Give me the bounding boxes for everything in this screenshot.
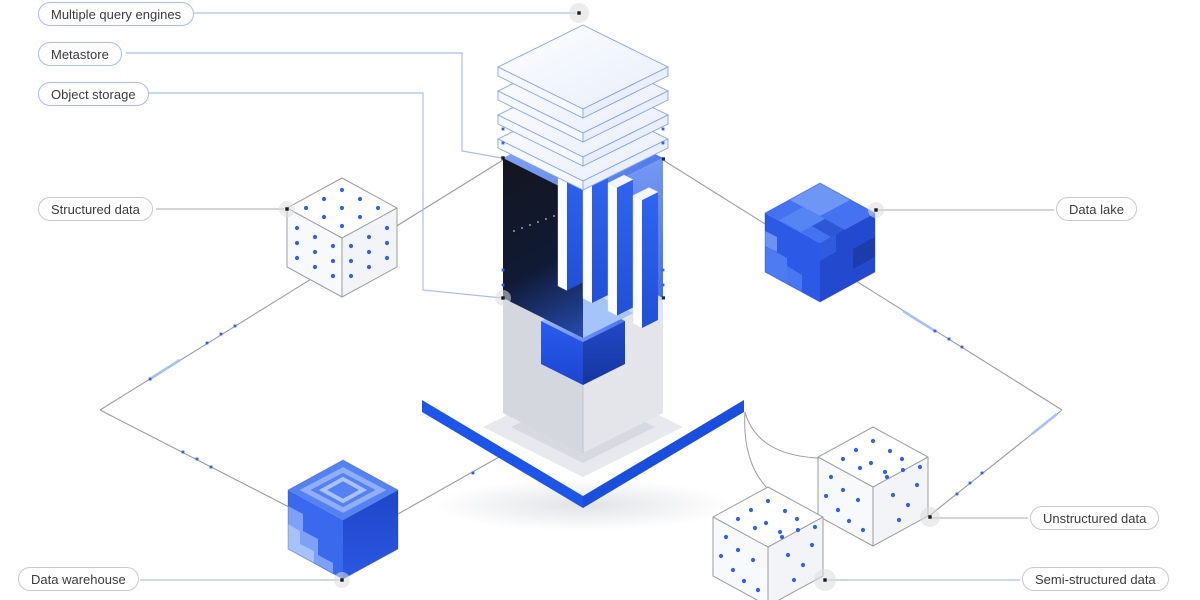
sparkle-dots — [513, 215, 555, 232]
semi-structured-data-cube — [712, 486, 824, 600]
label-structured-data: Structured data — [38, 197, 153, 221]
dotted-guides — [501, 127, 665, 300]
scatter-dots — [718, 498, 818, 593]
packet-dots — [148, 324, 984, 496]
packet-highlights — [149, 309, 1058, 436]
label-metastore: Metastore — [38, 42, 122, 66]
grid-dots — [294, 187, 390, 279]
scatter-dots — [823, 438, 923, 533]
network-lines — [99, 159, 1063, 529]
label-unstructured-data: Unstructured data — [1030, 506, 1160, 530]
structured-data-cube — [286, 177, 398, 298]
label-data-lake: Data lake — [1056, 197, 1137, 221]
data-warehouse-cube — [287, 459, 399, 580]
engine-slabs — [557, 149, 659, 329]
platform-rails — [422, 400, 744, 508]
label-semi-structured-data: Semi-structured data — [1022, 567, 1169, 591]
label-multiple-query-engines: Multiple query engines — [38, 2, 195, 26]
label-object-storage: Object storage — [38, 82, 149, 106]
label-data-warehouse: Data warehouse — [18, 567, 139, 591]
unstructured-data-cube — [817, 426, 929, 547]
label-lines — [126, 12, 1054, 581]
anchor-dots — [285, 11, 932, 582]
query-engine-stack — [496, 24, 670, 191]
data-lake-cube — [764, 182, 876, 303]
